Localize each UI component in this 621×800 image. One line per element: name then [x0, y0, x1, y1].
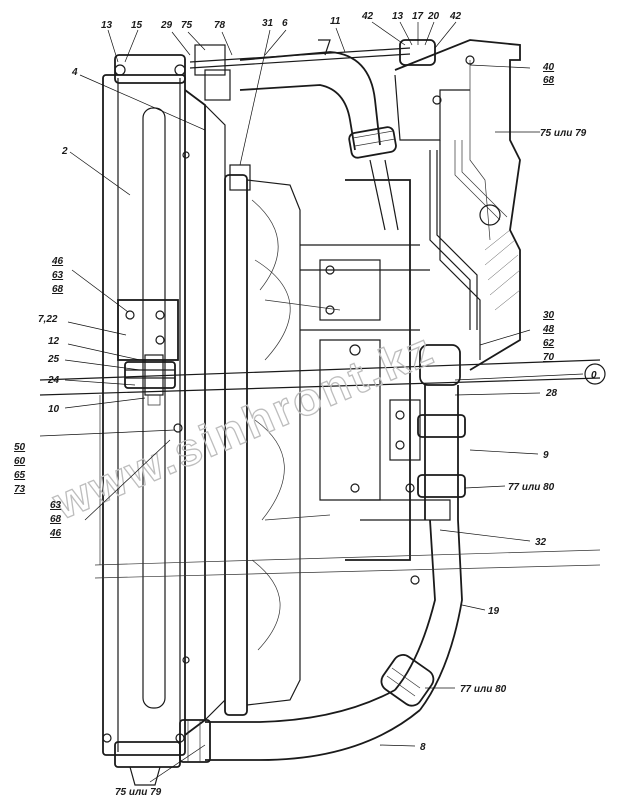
callout-28: 28	[545, 388, 558, 399]
callout-68c: 68	[50, 514, 62, 525]
callout-65: 65	[14, 470, 26, 481]
callout-40: 40	[542, 62, 555, 73]
callout-63a: 63	[52, 270, 64, 281]
callout-19: 19	[488, 606, 500, 617]
callout-7-22: 7,22	[38, 314, 58, 325]
callout-63b: 63	[50, 500, 62, 511]
callout-68a: 68	[543, 75, 555, 86]
callout-4: 4	[71, 67, 78, 78]
callout-8: 8	[420, 742, 426, 753]
callout-62: 62	[543, 338, 555, 349]
callout-6: 6	[282, 18, 288, 29]
callout-15: 15	[131, 20, 143, 31]
callout-77-or-80b: 77 или 80	[460, 684, 507, 695]
callout-9: 9	[543, 450, 549, 461]
callout-2: 2	[61, 146, 68, 157]
reference-circle	[584, 363, 606, 385]
callout-75a: 75	[181, 20, 193, 31]
callout-78: 78	[214, 20, 226, 31]
callout-73: 73	[14, 484, 26, 495]
callout-11: 11	[330, 16, 341, 27]
callout-68b: 68	[52, 284, 64, 295]
callout-13b: 13	[392, 11, 404, 22]
callout-10: 10	[48, 404, 60, 415]
callout-50: 50	[14, 442, 26, 453]
callout-labels: 13 15 29 75 78 31 6 11 42 13 17 20 42 4 …	[14, 11, 597, 798]
callout-30: 30	[543, 310, 555, 321]
callout-12: 12	[48, 336, 60, 347]
callout-42b: 42	[449, 11, 462, 22]
callout-75-or-79b: 75 или 79	[115, 787, 162, 798]
outlet-hose	[360, 344, 466, 585]
engine-block	[300, 39, 521, 561]
lower-pipe	[179, 519, 463, 763]
frame-rails	[39, 359, 601, 579]
callout-48: 48	[542, 324, 555, 335]
leader-lines	[39, 21, 584, 783]
callout-77-or-80a: 77 или 80	[508, 482, 555, 493]
callout-13a: 13	[101, 20, 113, 31]
callout-75-or-79a: 75 или 79	[540, 128, 587, 139]
callout-70: 70	[543, 352, 555, 363]
callout-46a: 46	[51, 256, 64, 267]
fan-shroud	[224, 164, 341, 716]
callout-46b: 46	[49, 528, 62, 539]
callout-17: 17	[412, 11, 424, 22]
callout-42a: 42	[361, 11, 374, 22]
callout-31: 31	[262, 18, 274, 29]
callout-20: 20	[427, 11, 440, 22]
callout-0: 0	[591, 370, 597, 381]
watermark: www.sinhront.kz	[45, 322, 443, 530]
callout-24: 24	[47, 375, 60, 386]
callout-32: 32	[535, 537, 547, 548]
callout-29: 29	[160, 20, 173, 31]
upper-hose	[189, 39, 436, 231]
callout-25: 25	[47, 354, 60, 365]
callout-60: 60	[14, 456, 26, 467]
